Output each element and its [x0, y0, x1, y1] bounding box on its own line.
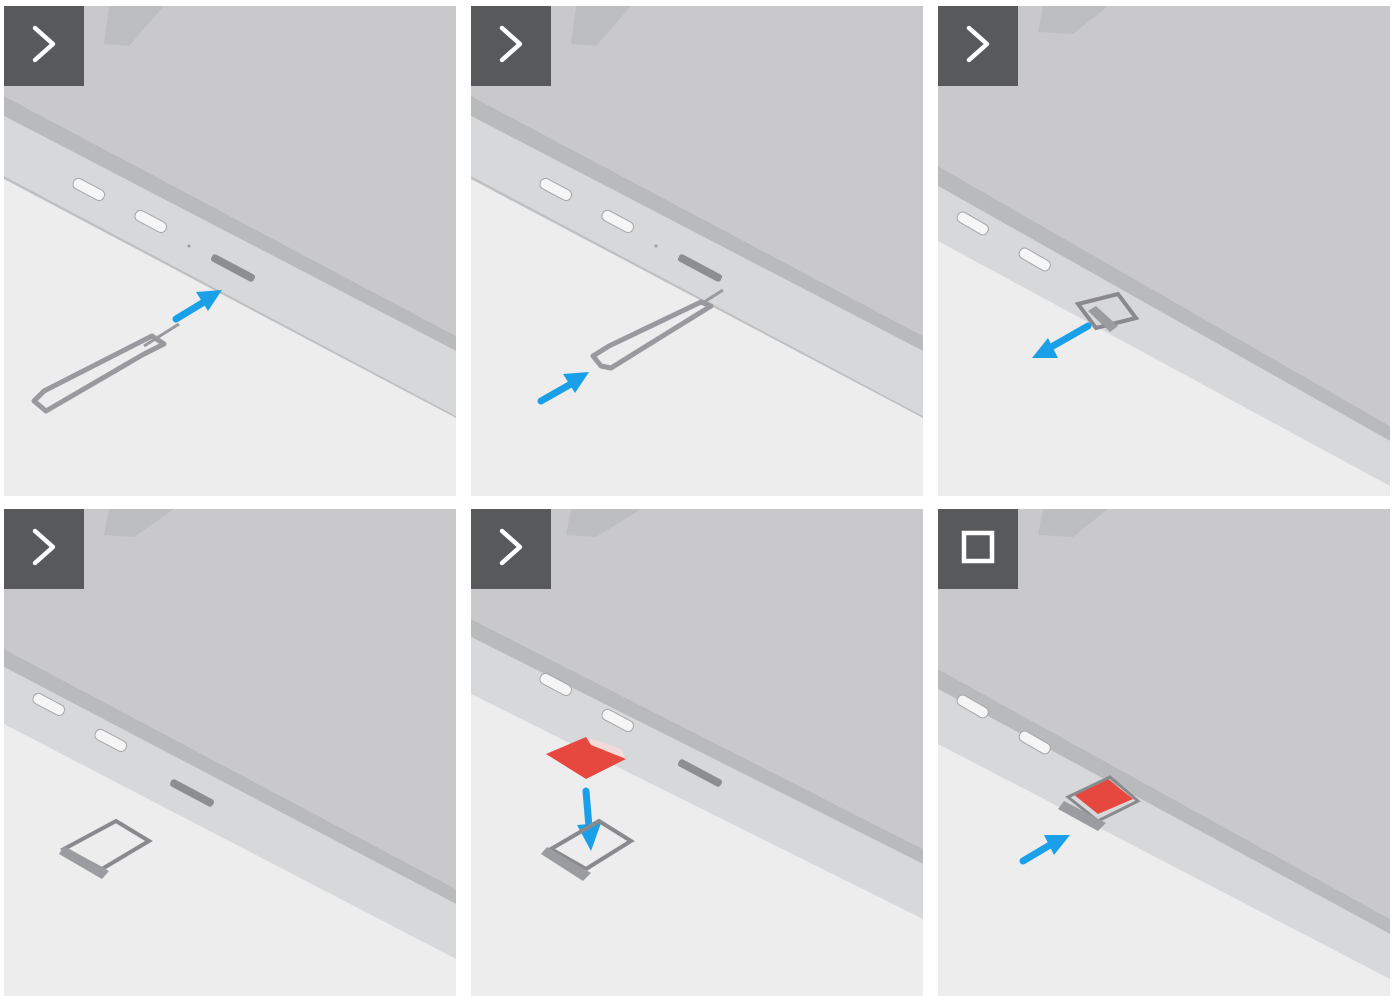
- step-panel-6: [938, 509, 1390, 996]
- chevron-right-icon: [965, 24, 991, 69]
- direction-arrow-icon: [541, 372, 589, 401]
- chevron-right-icon: [498, 24, 524, 69]
- step-badge: [938, 6, 1018, 86]
- sim-tray: [541, 821, 631, 881]
- step-badge: [471, 509, 551, 589]
- step-panel-4: [4, 509, 456, 996]
- step-badge: [4, 6, 84, 86]
- step-panel-5: [471, 509, 923, 996]
- step-badge: [938, 509, 1018, 589]
- step-badge: [471, 6, 551, 86]
- chevron-right-icon: [498, 527, 524, 572]
- direction-arrow-icon: [1032, 326, 1088, 358]
- step-badge: [4, 509, 84, 589]
- square-stop-icon: [960, 529, 996, 570]
- direction-arrow-icon: [1023, 835, 1070, 861]
- direction-arrow-icon: [176, 290, 222, 319]
- sim-tray: [59, 821, 149, 879]
- step-panel-2: [471, 6, 923, 496]
- step-panel-1: [4, 6, 456, 496]
- chevron-right-icon: [31, 24, 57, 69]
- chevron-right-icon: [31, 527, 57, 572]
- step-panel-3: [938, 6, 1390, 496]
